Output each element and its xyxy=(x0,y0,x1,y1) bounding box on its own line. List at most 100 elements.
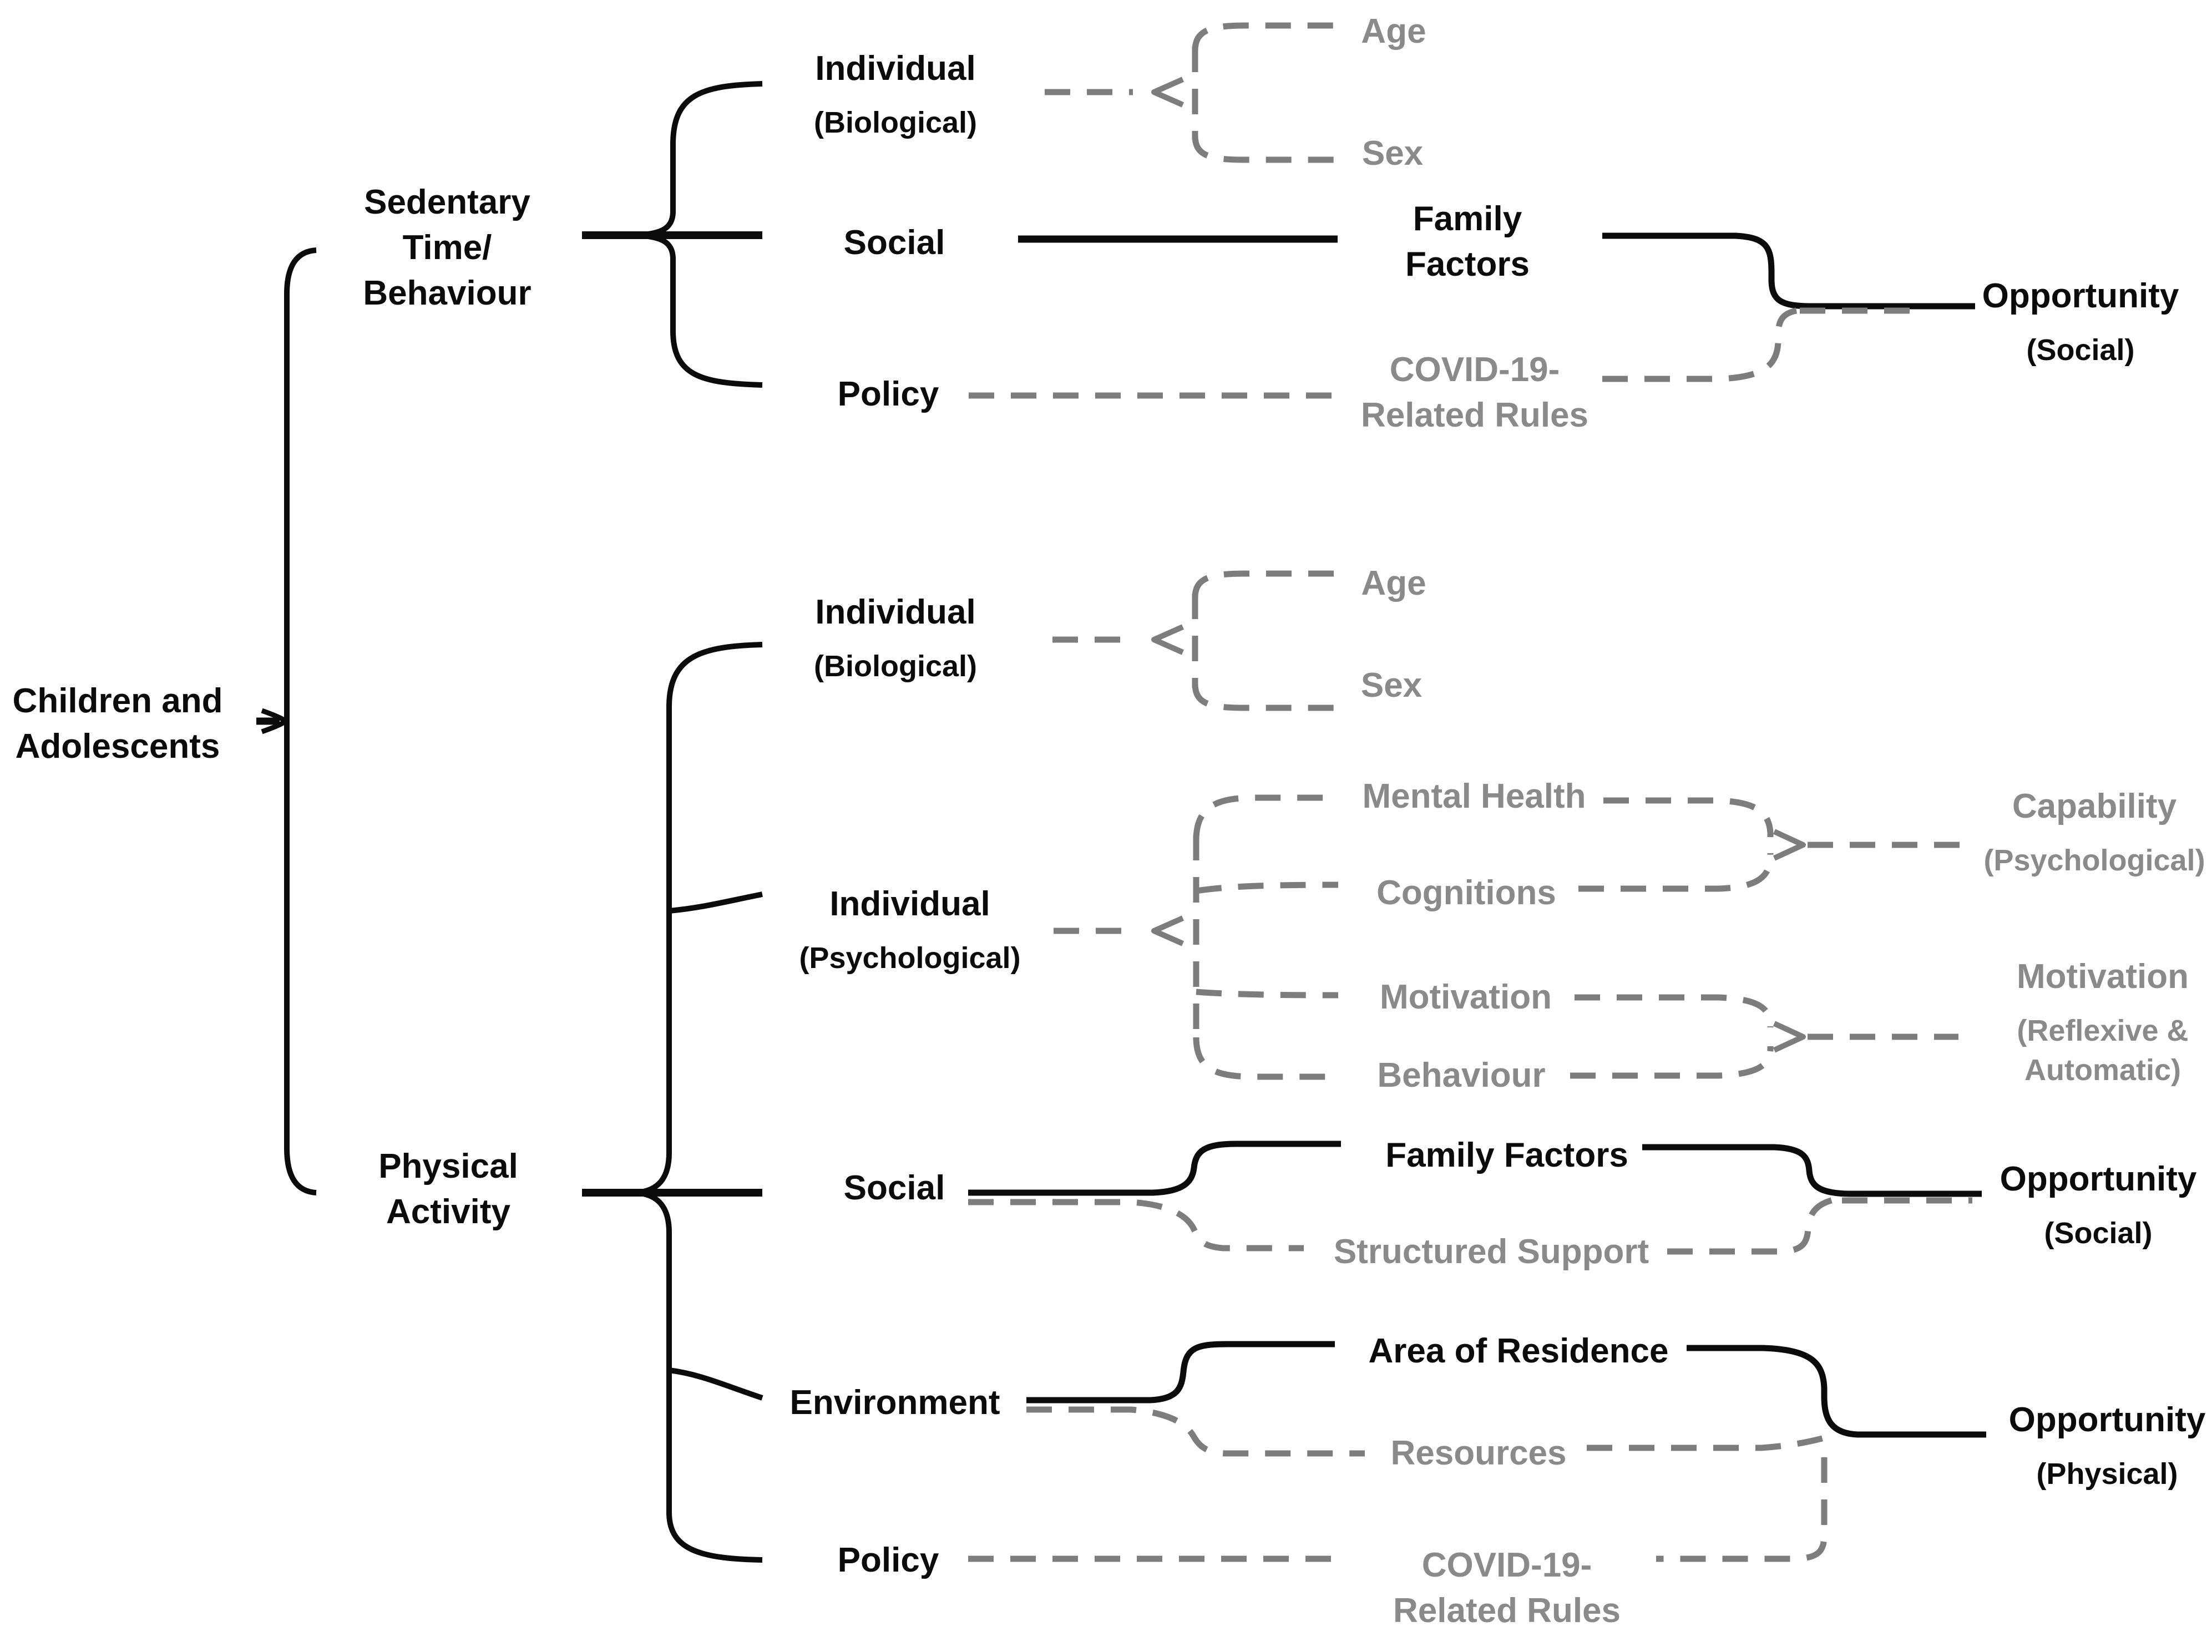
node-sed-individual-biological: Individual (Biological) xyxy=(814,34,977,154)
node-sed-sex: Sex xyxy=(1362,119,1423,188)
sed-sex-line xyxy=(1192,135,1340,163)
node-sublabel: (Reflexive & Automatic) xyxy=(2017,1014,2189,1087)
node-sed-opportunity-social: Opportunity (Social) xyxy=(1982,262,2179,382)
node-sed-policy: Policy xyxy=(838,360,939,429)
node-children-adolescents: Children and Adolescents xyxy=(13,667,223,781)
motref-merge-point xyxy=(1773,1021,1806,1053)
sed-agesex-brace-point xyxy=(1151,77,1185,108)
area-to-opportunity-line xyxy=(1687,1345,1986,1438)
node-sublabel: (Social) xyxy=(2026,333,2135,367)
root-bracket xyxy=(284,247,317,1195)
node-sublabel: (Psychological) xyxy=(1983,843,2205,877)
node-sublabel: (Biological) xyxy=(814,649,977,683)
resources-to-opportunity-line xyxy=(1587,1434,1828,1451)
node-label: COVID-19- Related Rules xyxy=(1393,1546,1621,1630)
sed-covid-to-opportunity-line xyxy=(1602,307,1800,382)
node-structured-support: Structured Support xyxy=(1334,1218,1649,1286)
node-phys-opportunity-social: Opportunity (Social) xyxy=(2000,1145,2197,1265)
node-sed-age: Age xyxy=(1361,0,1426,66)
node-opportunity-physical: Opportunity (Physical) xyxy=(2009,1386,2206,1506)
node-label: Cognitions xyxy=(1376,874,1556,913)
node-phys-sex: Sex xyxy=(1361,651,1422,720)
physical-brace-stub-environment xyxy=(669,1367,763,1401)
node-physical-activity: Physical Activity xyxy=(378,1132,518,1246)
node-sublabel: (Physical) xyxy=(2036,1457,2178,1491)
node-label: Family Factors xyxy=(1385,1136,1628,1175)
node-label: Sedentary Time/ Behaviour xyxy=(363,183,532,312)
node-label: Policy xyxy=(837,375,939,414)
node-sed-social: Social xyxy=(844,209,945,277)
node-phys-covid-rules: COVID-19- Related Rules xyxy=(1393,1531,1621,1645)
node-label: Structured Support xyxy=(1333,1233,1649,1271)
node-label: Children and Adolescents xyxy=(12,682,223,766)
node-mental-health: Mental Health xyxy=(1362,762,1586,831)
node-label: Capability xyxy=(2012,787,2177,825)
node-label: Family Factors xyxy=(1405,200,1530,283)
node-label: Sex xyxy=(1361,134,1424,173)
node-label: Opportunity xyxy=(1982,276,2179,315)
node-phys-family-factors: Family Factors xyxy=(1385,1121,1628,1190)
structured-to-opportunity-line xyxy=(1667,1197,1834,1255)
physical-brace-stub-psychological xyxy=(669,891,763,914)
node-sed-covid-rules: COVID-19- Related Rules xyxy=(1361,336,1588,450)
physical-brace xyxy=(635,642,763,1563)
node-phys-individual-psychological: Individual (Psychological) xyxy=(799,870,1020,990)
node-capability-psychological: Capability (Psychological) xyxy=(1983,772,2205,892)
psych-brace-point xyxy=(1151,915,1185,946)
capability-merge-point xyxy=(1773,829,1806,861)
sed-family-to-opportunity-line xyxy=(1602,232,1975,310)
node-label: Environment xyxy=(789,1384,1000,1422)
node-behaviour: Behaviour xyxy=(1377,1041,1545,1110)
psych-motivation-line xyxy=(1196,989,1339,999)
node-resources: Resources xyxy=(1390,1419,1566,1488)
cognitions-to-capability-line xyxy=(1578,853,1774,892)
node-sublabel: (Biological) xyxy=(814,105,977,139)
root-stub-flare xyxy=(261,708,290,734)
node-motivation-reflexive-automatic: Motivation (Reflexive & Automatic) xyxy=(2017,942,2189,1102)
node-label: Area of Residence xyxy=(1368,1332,1669,1371)
node-phys-age: Age xyxy=(1361,549,1426,618)
psych-behaviour-line xyxy=(1193,1037,1338,1080)
node-label: Opportunity xyxy=(2000,1159,2197,1198)
sed-age-line xyxy=(1192,22,1340,52)
node-label: Physical Activity xyxy=(378,1147,518,1231)
node-label: Motivation xyxy=(2017,957,2189,996)
phys-family-to-opportunity-line xyxy=(1642,1144,1982,1197)
node-label: Opportunity xyxy=(2008,1400,2206,1439)
node-label: Social xyxy=(843,1169,945,1208)
node-sedentary-time-behaviour: Sedentary Time/ Behaviour xyxy=(363,168,531,328)
node-motivation: Motivation xyxy=(1380,963,1552,1032)
node-label: Motivation xyxy=(1380,978,1552,1017)
node-label: Policy xyxy=(837,1541,939,1580)
node-phys-social: Social xyxy=(844,1154,945,1223)
motivation-to-motref-line xyxy=(1575,994,1774,1027)
env-to-area-line xyxy=(1026,1341,1335,1403)
node-label: Age xyxy=(1361,564,1426,603)
behaviour-to-motref-line xyxy=(1570,1046,1774,1079)
node-label: Individual xyxy=(829,884,990,923)
node-label: Age xyxy=(1361,12,1426,51)
psych-mentalhealth-line xyxy=(1193,794,1338,841)
phys-social-to-family-line xyxy=(968,1141,1341,1196)
node-phys-policy: Policy xyxy=(838,1526,939,1595)
env-to-resources-line xyxy=(1026,1406,1365,1457)
node-label: Sex xyxy=(1360,666,1423,705)
node-label: Resources xyxy=(1390,1434,1567,1473)
node-sublabel: (Psychological) xyxy=(799,941,1021,975)
mentalhealth-to-capability-line xyxy=(1603,797,1774,837)
node-label: Social xyxy=(843,224,945,262)
node-label: Individual xyxy=(815,592,976,631)
node-label: COVID-19- Related Rules xyxy=(1360,351,1589,434)
node-label: Mental Health xyxy=(1362,777,1586,816)
covid2-to-opportunity-line xyxy=(1656,1457,1828,1562)
node-label: Individual xyxy=(815,49,976,88)
node-environment: Environment xyxy=(790,1369,1000,1437)
psych-cognitions-line xyxy=(1196,881,1339,894)
node-sed-family-factors: Family Factors xyxy=(1405,185,1530,299)
node-cognitions: Cognitions xyxy=(1376,859,1556,928)
node-phys-individual-biological: Individual (Biological) xyxy=(814,578,977,698)
node-area-of-residence: Area of Residence xyxy=(1369,1317,1669,1386)
phys-age-line xyxy=(1192,570,1340,599)
